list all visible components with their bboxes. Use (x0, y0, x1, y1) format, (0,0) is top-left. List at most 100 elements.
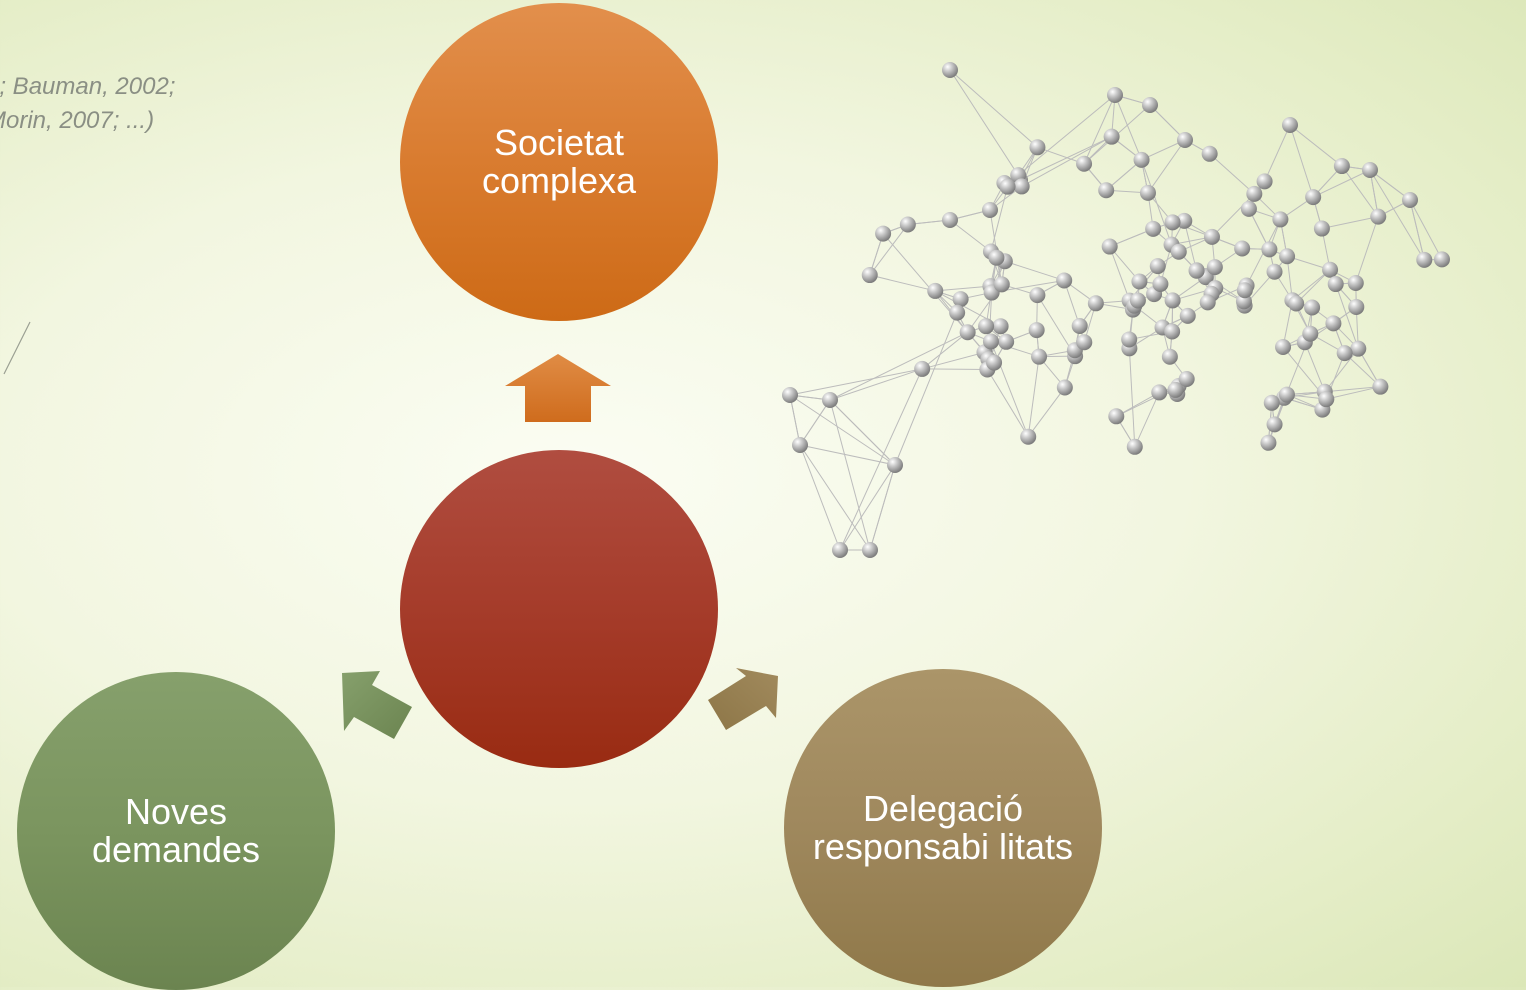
citation-line-2: Morin, 2007; ...) (0, 104, 320, 138)
network-node (1134, 152, 1150, 168)
node-label: Societat complexa (400, 124, 718, 200)
network-edge (1005, 261, 1064, 280)
network-node (1304, 300, 1320, 316)
network-node (1151, 384, 1167, 400)
network-edge (870, 465, 895, 550)
network-node (1257, 173, 1273, 189)
network-edge (1356, 217, 1378, 283)
network-node (1131, 273, 1147, 289)
network-node (1350, 341, 1366, 357)
network-node (1267, 416, 1283, 432)
network-node (1072, 318, 1088, 334)
network-node (953, 291, 969, 307)
network-node (1165, 214, 1181, 230)
network-node (1000, 179, 1016, 195)
network-node (1076, 156, 1092, 172)
network-node (1177, 132, 1193, 148)
network-edge (1018, 95, 1115, 175)
network-node (1142, 97, 1158, 113)
network-node (1107, 87, 1123, 103)
network-edge (950, 70, 1037, 147)
network-node (1328, 276, 1344, 292)
network-node (1275, 339, 1291, 355)
network-edge (800, 400, 830, 445)
network-node (1237, 282, 1253, 298)
network-node (887, 457, 903, 473)
network-edge (987, 369, 1028, 436)
network-edge (991, 187, 1008, 252)
network-node (1337, 345, 1353, 361)
network-node (1370, 209, 1386, 225)
network-node (1434, 251, 1450, 267)
network-node (782, 387, 798, 403)
network-node (1140, 185, 1156, 201)
network-edge (922, 332, 967, 369)
network-node (862, 542, 878, 558)
network-node (1279, 248, 1295, 264)
network-node (1348, 299, 1364, 315)
network-node (1057, 380, 1073, 396)
network-node (822, 392, 838, 408)
network-node (1241, 201, 1257, 217)
network-node (1104, 129, 1120, 145)
citation-line-1: 0; Bauman, 2002; (0, 70, 320, 104)
network-node (1246, 186, 1262, 202)
network-node (1020, 429, 1036, 445)
network-edge (1265, 125, 1290, 181)
network-node (1200, 294, 1216, 310)
network-node (1108, 408, 1124, 424)
network-edge (1110, 247, 1130, 301)
network-edge (922, 369, 987, 370)
network-node (1014, 178, 1030, 194)
network-edge (1410, 200, 1442, 259)
network-edge (895, 313, 957, 465)
network-node (1056, 272, 1072, 288)
network-edge (840, 465, 895, 550)
network-node (1334, 158, 1350, 174)
network-edge (922, 352, 984, 369)
network-node (983, 333, 999, 349)
network-node (1264, 395, 1280, 411)
node-delegacio-responsabilitats: Delegació responsabi litats (784, 669, 1102, 987)
network-node (1260, 435, 1276, 451)
network-node (1314, 221, 1330, 237)
network-node (1207, 259, 1223, 275)
network-node (1145, 221, 1161, 237)
network-edge (1290, 125, 1313, 197)
network-node (1130, 292, 1146, 308)
network-node (960, 324, 976, 340)
network-edge (800, 445, 840, 550)
network-node (988, 250, 1004, 266)
network-node (1189, 263, 1205, 279)
network-edge (1210, 154, 1255, 194)
network-node (1234, 241, 1250, 257)
network-graph-illustration (770, 50, 1526, 590)
network-node (1261, 241, 1277, 257)
node-center (400, 450, 718, 768)
network-node (1150, 258, 1166, 274)
arrow-up (503, 352, 613, 424)
network-node (1267, 264, 1283, 280)
network-node (1165, 292, 1181, 308)
network-node (1272, 211, 1288, 227)
network-edge (800, 445, 870, 550)
network-node (1164, 324, 1180, 340)
network-node (914, 361, 930, 377)
network-node (1171, 244, 1187, 260)
network-node (1279, 387, 1295, 403)
network-node (1029, 322, 1045, 338)
network-node (927, 283, 943, 299)
network-node (949, 305, 965, 321)
network-node (1127, 439, 1143, 455)
network-edge (1129, 348, 1134, 447)
network-node (1202, 146, 1218, 162)
network-node (862, 267, 878, 283)
network-node (1031, 349, 1047, 365)
network-node (1322, 262, 1338, 278)
network-node (900, 216, 916, 232)
network-node (1102, 239, 1118, 255)
network-node (1029, 139, 1045, 155)
network-node (1098, 182, 1114, 198)
network-node (1305, 189, 1321, 205)
network-edge (830, 332, 968, 400)
